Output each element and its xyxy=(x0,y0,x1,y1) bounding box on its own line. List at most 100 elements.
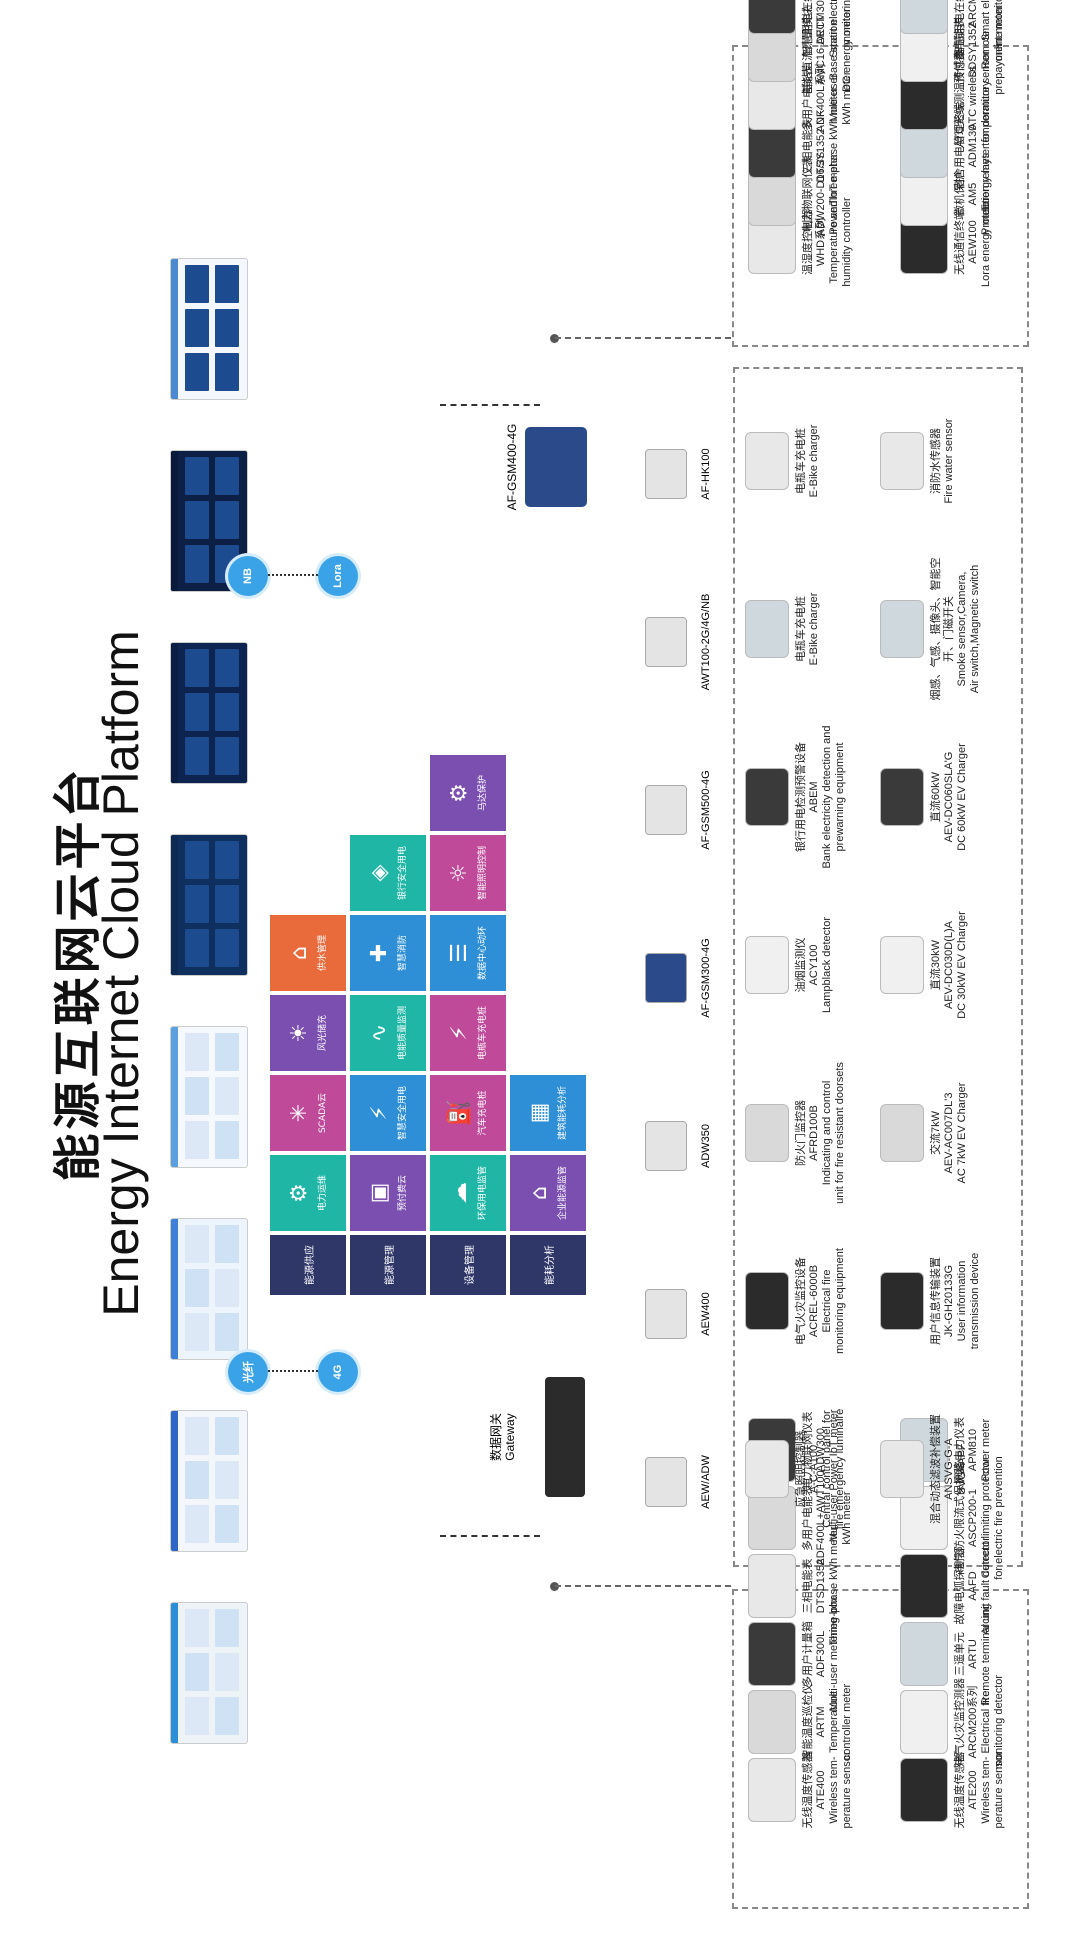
category-cell: 设备管理 xyxy=(430,1235,506,1295)
device-image xyxy=(745,1104,789,1162)
gateway-device-image xyxy=(645,449,687,499)
device-label-zh: 直流60kW xyxy=(930,771,942,823)
screenshot-panel xyxy=(185,737,209,775)
app-tile-label: 风光储充 xyxy=(318,1015,328,1052)
device-image xyxy=(880,1272,924,1330)
screenshot-panel xyxy=(185,1077,209,1115)
device-label-en2: Smart electricity online xyxy=(828,0,840,58)
device-label-en3: for electric fire prevention xyxy=(993,1456,1005,1580)
screenshot-panel xyxy=(215,841,239,879)
gateway-label-en: Gateway xyxy=(503,1413,517,1461)
app-tile-label: 环保用电监管 xyxy=(478,1166,488,1221)
screenshot-panel xyxy=(185,1609,209,1647)
screenshot-panel xyxy=(185,885,209,923)
screenshot-panel xyxy=(215,929,239,967)
screenshot-panel xyxy=(185,353,209,391)
screenshot-panel xyxy=(215,649,239,687)
gateway-device-label: AEW400 xyxy=(700,1292,712,1336)
gateway-device-image xyxy=(645,953,687,1003)
screenshot-panel xyxy=(185,1033,209,1071)
bank-icon: ◈ xyxy=(367,864,392,882)
device-image xyxy=(745,1440,789,1498)
device-label-en2: DC 60kW EV Charger xyxy=(956,743,968,851)
app-tile-label: 汽车充电桩 xyxy=(478,1090,488,1136)
platform-screenshot xyxy=(170,1218,248,1360)
device-label-en2: Smart electricity xyxy=(980,0,992,42)
app-tile-label: 马达保护 xyxy=(478,775,488,812)
device-label-en2: Central control panel for xyxy=(821,1410,833,1528)
device-label-zh: 交流7kW xyxy=(930,1111,942,1155)
device-label-zh: 电瓶车充电桩 xyxy=(795,596,807,662)
device-label-en2: Fire water sensor xyxy=(943,418,955,504)
screenshot-panel xyxy=(185,1461,209,1499)
app-tile-label: 电能质量监测 xyxy=(398,1006,408,1061)
fire-icon: ✚ xyxy=(367,943,392,963)
title-en: Energy Internet Cloud Platform xyxy=(93,630,149,1317)
screenshot-panel xyxy=(185,1417,209,1455)
category-cell: 能源供应 xyxy=(270,1235,346,1295)
app-tile-label: 建筑能耗分析 xyxy=(558,1086,568,1141)
4g-badge: 4G xyxy=(318,1352,358,1392)
screenshot-panel xyxy=(185,501,209,539)
screenshot-header xyxy=(171,1027,178,1167)
app-tile: ⚙ 马达保护 xyxy=(430,755,506,831)
device-label-zh: 电瓶车充电桩 xyxy=(795,428,807,494)
lighting-icon: ☼ xyxy=(447,863,472,883)
bottom-connector-line xyxy=(555,337,731,339)
device-label-en3: transmission device xyxy=(969,1252,981,1350)
app-tile-label: 供水管理 xyxy=(318,935,328,972)
device-label-zh: 应急照明控制器 xyxy=(795,1430,807,1508)
gsm400-label: AF-GSM400-4G xyxy=(505,423,519,511)
device-label-en2: E-Bike charger xyxy=(808,424,820,498)
platform-screenshot xyxy=(170,258,248,400)
device-label-en1: JK-GH20133G xyxy=(943,1264,955,1338)
app-tile: ▦建筑能耗分析 xyxy=(510,1075,586,1151)
app-tile-label: 电力运维 xyxy=(318,1175,328,1212)
device-label-en3: unit for fire resistant doorsets xyxy=(834,1062,846,1204)
device-image xyxy=(880,936,924,994)
device-label-en3: prewarning equipment xyxy=(834,742,846,852)
screenshot-panel xyxy=(215,1077,239,1115)
app-tile: ⚡电瓶车充电桩 xyxy=(430,995,506,1071)
device-label-en1: A-C-A100 xyxy=(808,1444,820,1494)
scada-cloud-icon: ✳ xyxy=(287,1103,312,1123)
screenshot-panel xyxy=(215,1609,239,1647)
gateway-device-label: AF-GSM300-4G xyxy=(700,938,712,1018)
app-tile-label: 智能照明控制 xyxy=(478,846,488,901)
screenshot-panel xyxy=(185,929,209,967)
screenshot-panel xyxy=(215,693,239,731)
app-tile: ☰数据中心动环 xyxy=(430,915,506,991)
screenshot-panel xyxy=(215,1505,239,1543)
device-label-zh: 智慧用电在线监控装置 xyxy=(802,0,814,57)
screenshot-panel xyxy=(215,309,239,347)
screenshot-panel xyxy=(185,1313,209,1351)
screenshot-panel xyxy=(215,457,239,495)
device-label-zh: 烟感、气感、摄像头、智能空开、门磁开关 xyxy=(930,557,955,701)
screenshot-panel xyxy=(215,1033,239,1071)
nb-badge: NB xyxy=(228,556,268,596)
app-tile: ☁环保用电监管 xyxy=(430,1155,506,1231)
app-tile: ⚡智慧安全用电 xyxy=(350,1075,426,1151)
gsm400-device xyxy=(525,427,587,507)
device-image xyxy=(880,600,924,658)
app-tile-label: 电瓶车充电桩 xyxy=(478,1006,488,1061)
device-label-en2: Indicating and control xyxy=(821,1080,833,1186)
screenshot-panel xyxy=(185,309,209,347)
device-label-en2: SVG+APF xyxy=(956,1443,968,1495)
top-connector-line xyxy=(555,1585,731,1587)
device-label-en2: Electrical fire xyxy=(821,1269,833,1333)
screenshot-panel xyxy=(185,1653,209,1691)
water-icon: ⌂ xyxy=(287,946,312,960)
screenshot-header xyxy=(171,1411,178,1551)
device-label-en3: fire emergency luminaire xyxy=(834,1408,846,1530)
device-label-en2: E-Bike charger xyxy=(808,592,820,666)
screenshot-panel xyxy=(185,457,209,495)
motor-icon: ⚙ xyxy=(447,783,472,803)
device-label-zh: 直流30kW xyxy=(930,939,942,991)
